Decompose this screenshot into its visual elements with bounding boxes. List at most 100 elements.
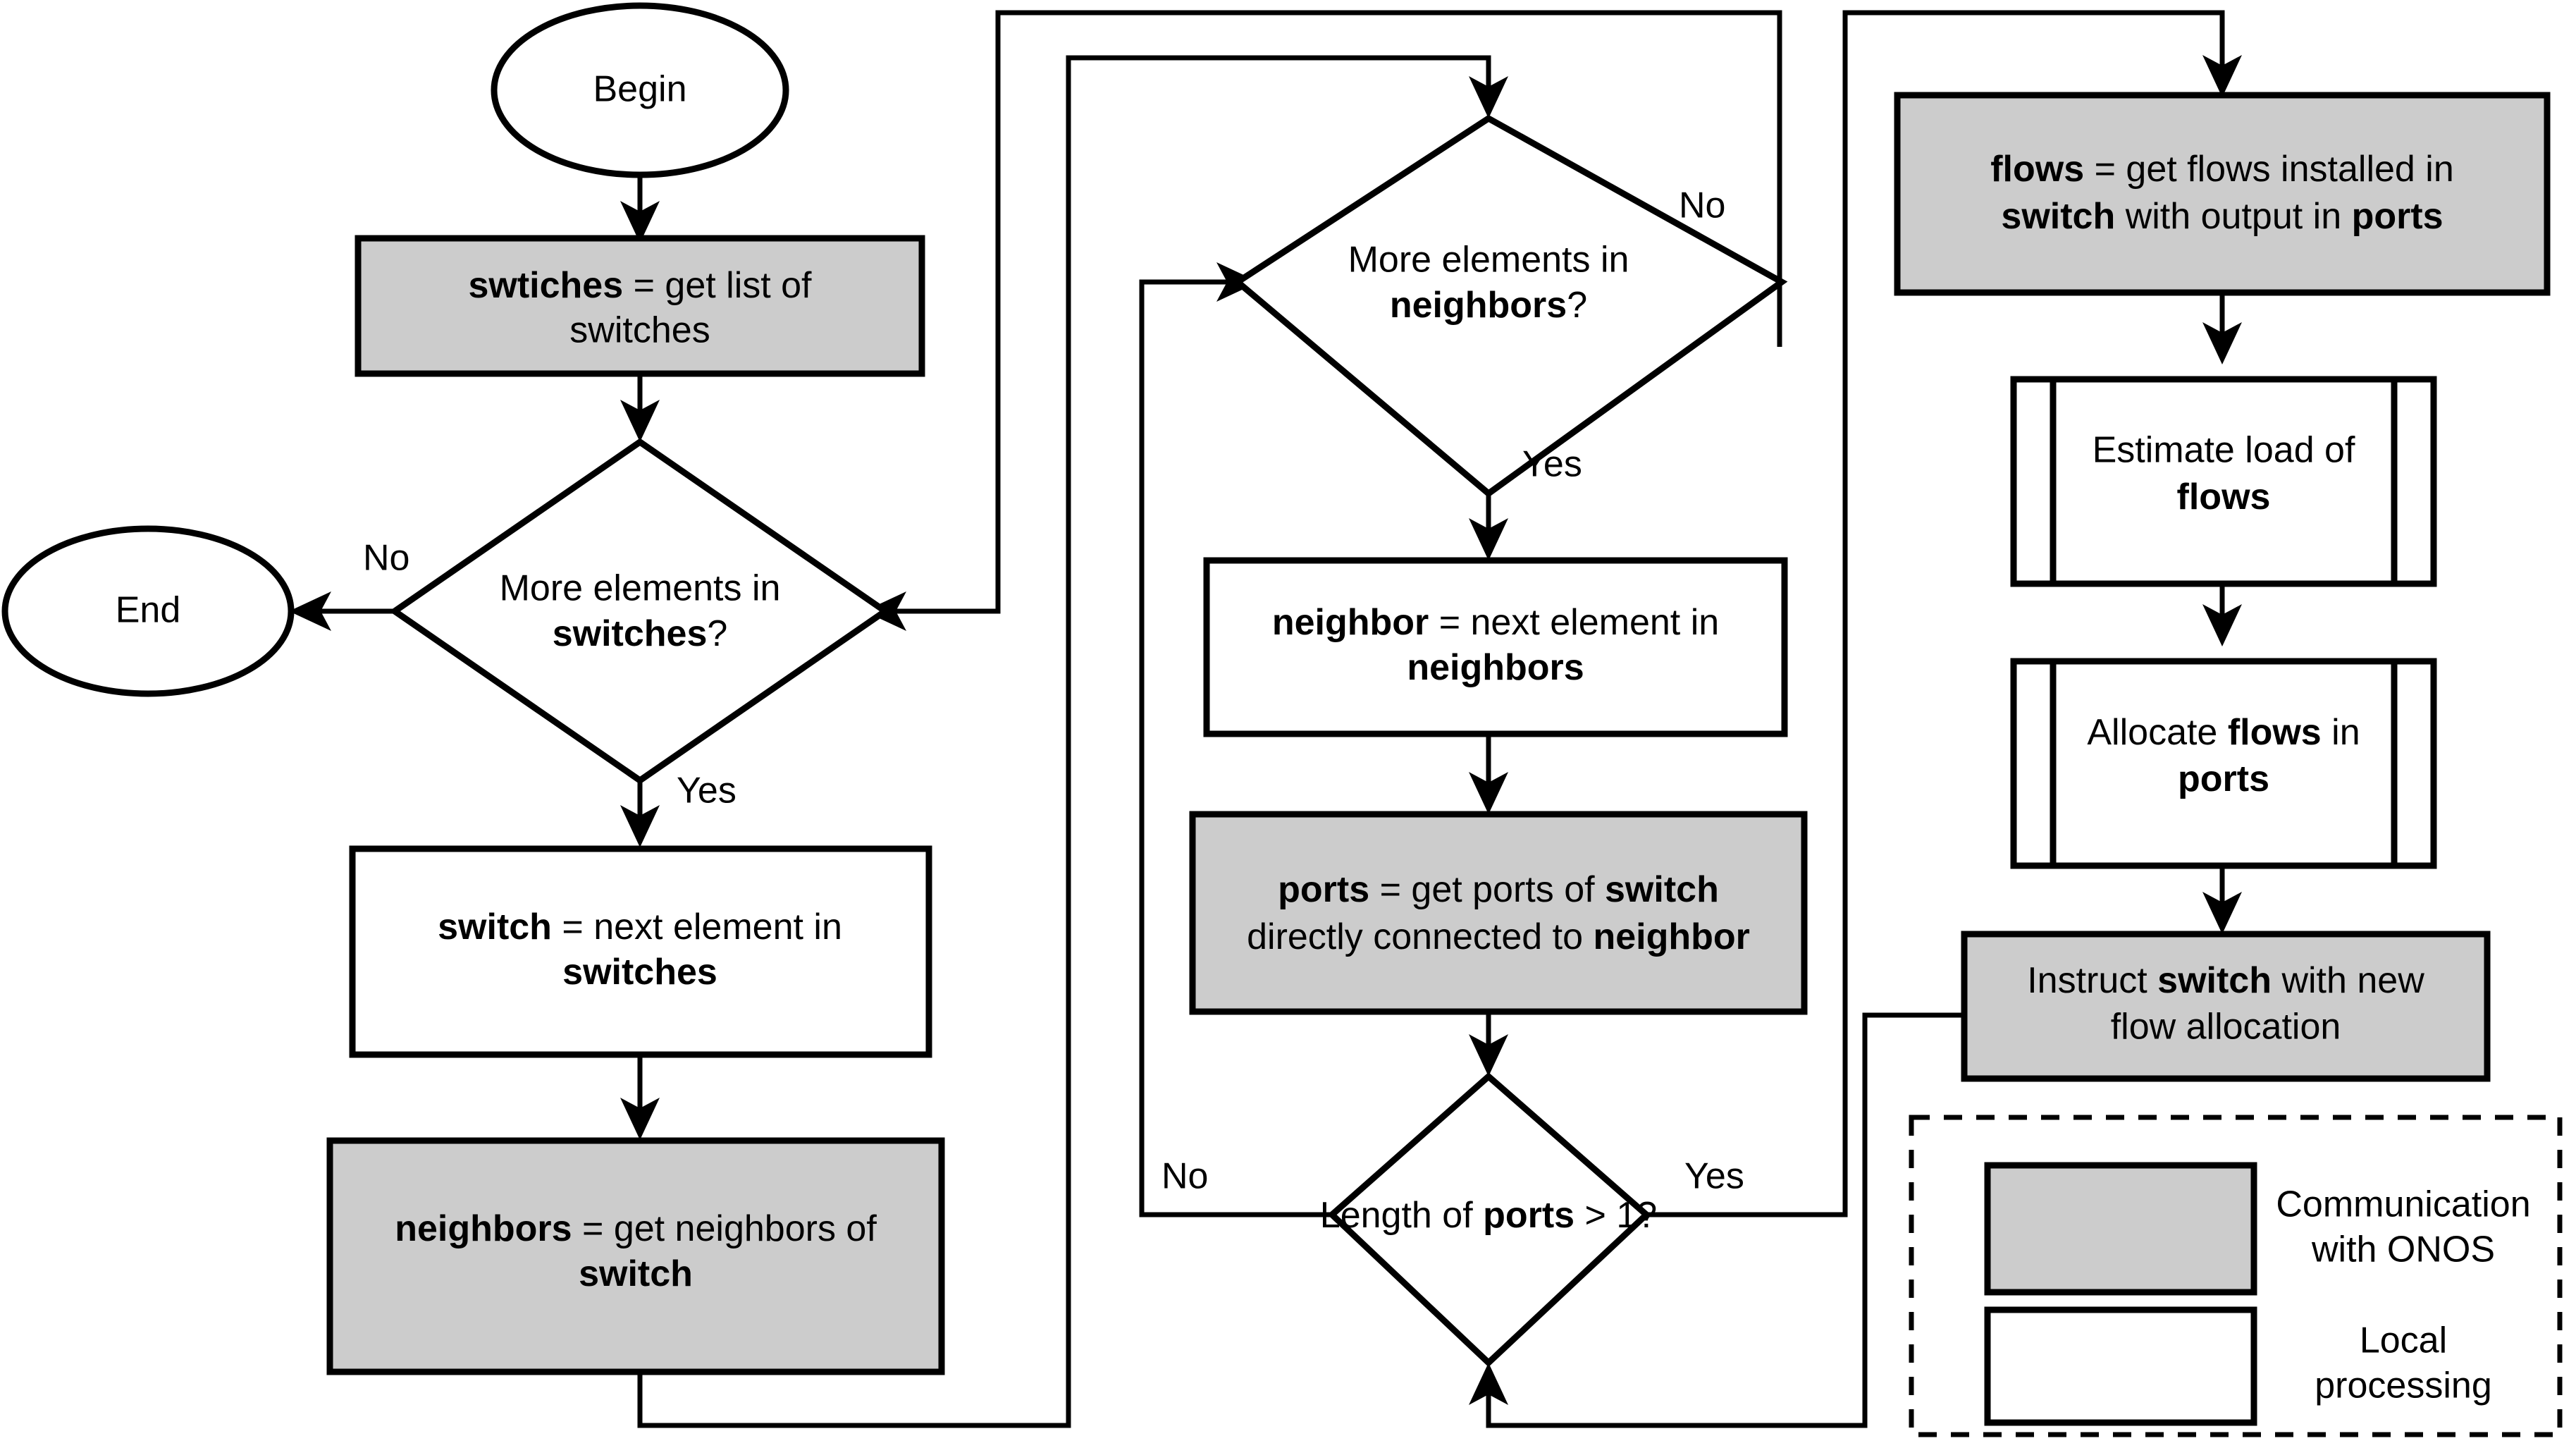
node-instruct-switch-post: with new — [2272, 960, 2424, 1001]
node-next-switch-rest: = next element in — [552, 907, 842, 947]
node-begin[interactable]: Begin — [491, 2, 789, 178]
svg-text:switch with output in ports: switch with output in ports — [2001, 196, 2443, 237]
node-estimate-load-flows: flows — [2177, 477, 2271, 517]
node-get-flows[interactable]: flows = get flows installed in switch wi… — [1894, 92, 2551, 296]
edge-label-ports-yes: Yes — [1684, 1156, 1744, 1197]
node-get-ports[interactable]: ports = get ports of switch directly con… — [1189, 811, 1808, 1015]
node-get-flows-switch: switch — [2001, 196, 2115, 237]
legend-label-local-line2: processing — [2315, 1366, 2491, 1406]
node-get-flows-mid: with output in — [2115, 196, 2351, 237]
node-end-label: End — [116, 590, 181, 631]
node-more-switches-line1: More elements in — [500, 568, 781, 609]
node-allocate-flows[interactable]: Allocate flows in ports — [2010, 658, 2437, 869]
svg-text:switch = next element in: switch = next element in — [438, 907, 842, 947]
svg-text:neighbors?: neighbors? — [1390, 285, 1587, 326]
svg-text:neighbors: neighbors — [1407, 647, 1584, 688]
node-ports-length-var: ports — [1483, 1195, 1574, 1236]
node-get-neighbors-rest: = get neighbors of — [572, 1208, 877, 1249]
legend-border — [1909, 1115, 2563, 1437]
node-next-neighbor[interactable]: neighbor = next element in neighbors — [1203, 557, 1788, 737]
svg-text:swtiches = get list of: swtiches = get list of — [468, 265, 812, 306]
node-instruct-switch-line2: flow allocation — [2111, 1007, 2341, 1048]
node-get-switches-line2: switches — [569, 310, 710, 351]
node-get-flows-rest: = get flows installed in — [2084, 149, 2454, 190]
node-get-switches[interactable]: swtiches = get list of switches — [355, 235, 925, 377]
node-next-neighbor-list: neighbors — [1407, 647, 1584, 688]
legend-label-local-line1: Local — [2360, 1320, 2447, 1361]
node-more-switches-q: ? — [707, 613, 727, 654]
svg-text:neighbors = get neighbors of: neighbors = get neighbors of — [395, 1208, 877, 1249]
edge-allocate-flows-to-instruct-switch — [2202, 864, 2242, 934]
node-ports-length-post: > 1? — [1574, 1195, 1657, 1236]
edge-instruct-switch-to-ports-length — [1469, 1012, 1964, 1428]
node-ports-length-pre: Length of — [1320, 1195, 1483, 1236]
legend-label-onos-line2: with ONOS — [2311, 1229, 2495, 1270]
svg-text:flows = get flows installed in: flows = get flows installed in — [1990, 149, 2454, 190]
legend-swatch-onos — [1984, 1162, 2257, 1296]
node-get-neighbors[interactable]: neighbors = get neighbors of switch — [326, 1137, 945, 1375]
svg-text:flows: flows — [2177, 477, 2271, 517]
node-more-switches-var: switches — [553, 613, 708, 654]
node-allocate-flows-ports: ports — [2178, 759, 2269, 799]
node-next-neighbor-var: neighbor — [1272, 602, 1429, 643]
node-next-switch[interactable]: switch = next element in switches — [349, 845, 932, 1058]
node-more-neighbors-line1: More elements in — [1348, 240, 1629, 281]
node-get-ports-neighbor: neighbor — [1593, 916, 1749, 957]
node-next-neighbor-rest: = next element in — [1429, 602, 1719, 643]
node-instruct-switch-var: switch — [2157, 960, 2272, 1001]
node-begin-label: Begin — [593, 69, 687, 110]
node-estimate-load[interactable]: Estimate load of flows — [2010, 376, 2437, 587]
node-instruct-switch[interactable]: Instruct switch with new flow allocation — [1961, 931, 2491, 1082]
legend-label-onos-line1: Communication — [2276, 1184, 2530, 1225]
node-get-ports-mid: = get ports of — [1369, 869, 1605, 910]
edge-label-neighbors-no: No — [1679, 185, 1725, 226]
node-more-switches[interactable]: More elements in switches? — [389, 438, 891, 785]
node-more-neighbors[interactable]: More elements in neighbors? — [1232, 114, 1788, 498]
node-allocate-flows-post: in — [2322, 712, 2360, 753]
node-more-neighbors-var: neighbors — [1390, 285, 1567, 326]
node-get-flows-var: flows — [1990, 149, 2084, 190]
node-next-switch-list: switches — [562, 952, 717, 993]
edge-more-switches-yes-to-next-switch — [620, 775, 660, 847]
node-allocate-flows-var: flows — [2228, 712, 2322, 753]
svg-text:ports: ports — [2178, 759, 2269, 799]
edge-label-switches-yes: Yes — [677, 771, 737, 811]
node-get-neighbors-var: neighbors — [395, 1208, 572, 1249]
node-get-flows-ports: ports — [2352, 196, 2443, 237]
edge-ports-length-no-to-more-neighbors — [1139, 262, 1332, 1217]
edge-get-ports-to-ports-length — [1469, 1012, 1508, 1076]
svg-text:Allocate flows in: Allocate flows in — [2087, 712, 2360, 753]
node-estimate-load-line1: Estimate load of — [2093, 430, 2355, 471]
node-get-ports-switch: switch — [1605, 869, 1719, 910]
node-get-switches-rest: = get list of — [623, 265, 812, 306]
edge-label-ports-no: No — [1161, 1156, 1208, 1197]
svg-text:Instruct switch with new: Instruct switch with new — [2027, 960, 2424, 1001]
node-ports-length[interactable]: Length of ports > 1? — [1320, 1072, 1657, 1368]
edge-get-switches-to-more-switches — [620, 372, 660, 442]
edge-next-neighbor-to-get-ports — [1469, 733, 1508, 814]
node-next-switch-var: switch — [438, 907, 552, 947]
node-get-neighbors-switch: switch — [579, 1253, 693, 1294]
svg-text:neighbor = next element in: neighbor = next element in — [1272, 602, 1719, 643]
node-get-ports-line2: directly connected to — [1247, 916, 1593, 957]
node-get-switches-var: swtiches — [468, 265, 623, 306]
legend-swatch-local — [1984, 1306, 2257, 1426]
svg-text:ports = get ports of switch: ports = get ports of switch — [1278, 869, 1719, 910]
node-get-ports-var: ports — [1278, 869, 1369, 910]
edge-more-neighbors-yes-to-next-neighbor — [1469, 493, 1508, 560]
edge-next-switch-to-get-neighbors — [620, 1054, 660, 1140]
edge-estimate-load-to-allocate-flows — [2202, 583, 2242, 646]
node-instruct-switch-pre: Instruct — [2027, 960, 2157, 1001]
svg-text:switch: switch — [579, 1253, 693, 1294]
node-allocate-flows-pre: Allocate — [2087, 712, 2227, 753]
edge-get-flows-to-estimate-load — [2202, 290, 2242, 364]
legend: Communication with ONOS Local processing — [1909, 1115, 2563, 1437]
edge-label-neighbors-yes: Yes — [1522, 444, 1582, 485]
node-more-neighbors-q: ? — [1567, 285, 1587, 326]
node-end[interactable]: End — [1, 525, 295, 697]
svg-text:Length of ports > 1?: Length of ports > 1? — [1320, 1195, 1657, 1236]
svg-text:switches: switches — [562, 952, 717, 993]
svg-text:directly connected to neighbor: directly connected to neighbor — [1247, 916, 1750, 957]
